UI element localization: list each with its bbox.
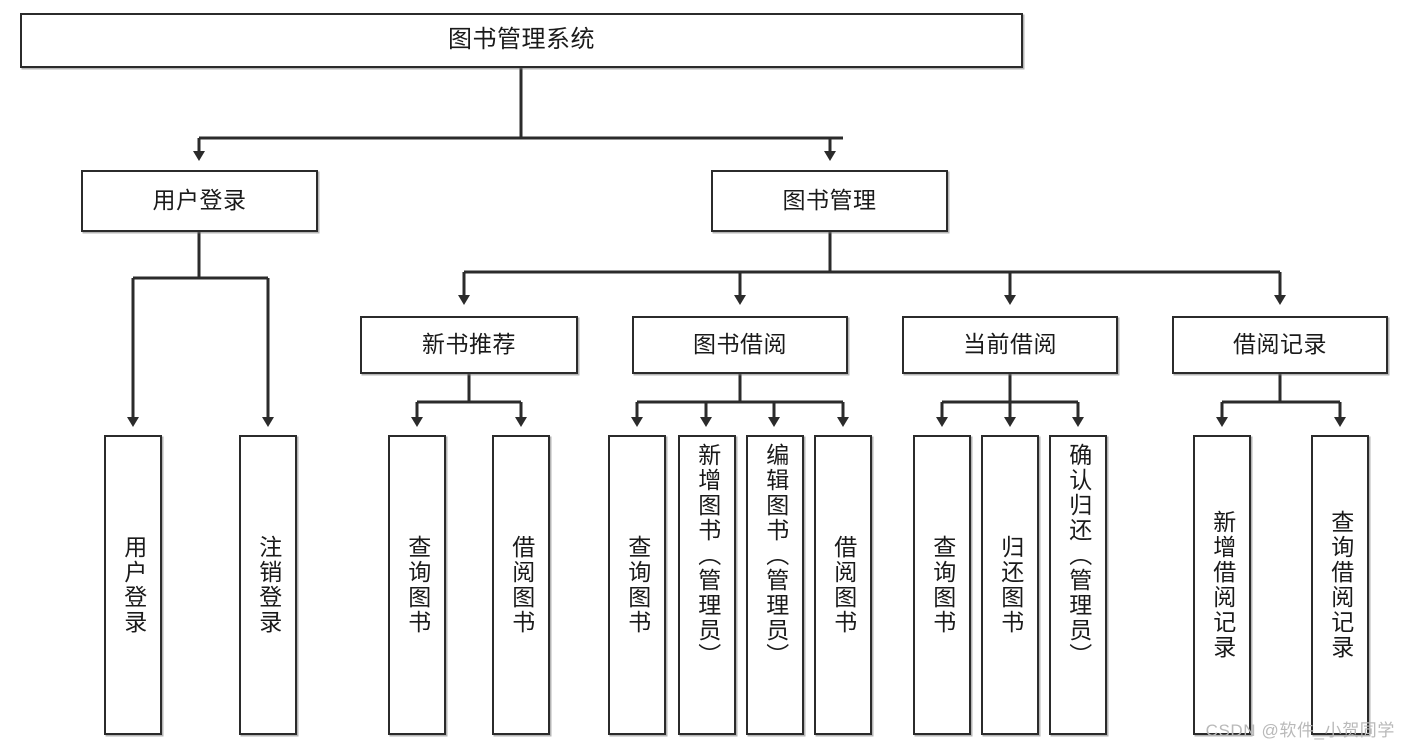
node-label: 当前借阅: [963, 331, 1057, 358]
leaf-record-query-record[interactable]: 查询借阅记录: [1311, 435, 1369, 735]
leaf-logout[interactable]: 注销登录: [239, 435, 297, 735]
node-label: 查询借阅记录: [1327, 510, 1354, 660]
node-label: 新增借阅记录: [1209, 510, 1236, 660]
node-current-borrow[interactable]: 当前借阅: [902, 316, 1118, 374]
node-label: 借阅图书: [508, 535, 535, 635]
csdn-watermark: CSDN @软件_小贺同学: [1205, 721, 1395, 740]
node-label: 注销登录: [255, 535, 282, 635]
node-label: 用户登录: [152, 187, 247, 214]
leaf-record-add-record[interactable]: 新增借阅记录: [1193, 435, 1251, 735]
leaf-user-login[interactable]: 用户登录: [104, 435, 162, 735]
node-label: 借阅记录: [1233, 331, 1327, 358]
node-new-book-recommend[interactable]: 新书推荐: [360, 316, 578, 374]
leaf-borrow-lend-book[interactable]: 借阅图书: [814, 435, 872, 735]
leaf-current-return-book[interactable]: 归还图书: [981, 435, 1039, 735]
node-label: 借阅图书: [830, 535, 857, 635]
node-label: 查询图书: [404, 535, 431, 635]
node-user-login[interactable]: 用户登录: [81, 170, 318, 232]
node-label: 查询图书: [624, 535, 651, 635]
node-label: 图书借阅: [693, 331, 787, 358]
node-label: 查询图书: [929, 535, 956, 635]
node-label: 图书管理: [782, 187, 877, 214]
node-label: 新书推荐: [422, 331, 516, 358]
node-label: 确认归还（管理员）: [1065, 443, 1092, 668]
node-label: 编辑图书（管理员）: [762, 443, 789, 668]
node-label: 用户登录: [120, 535, 147, 635]
node-borrow-record[interactable]: 借阅记录: [1172, 316, 1388, 374]
leaf-borrow-add-book-admin[interactable]: 新增图书（管理员）: [678, 435, 736, 735]
leaf-current-confirm-return-admin[interactable]: 确认归还（管理员）: [1049, 435, 1107, 735]
node-label: 新增图书（管理员）: [694, 443, 721, 668]
node-book-borrow[interactable]: 图书借阅: [632, 316, 848, 374]
node-book-management[interactable]: 图书管理: [711, 170, 948, 232]
leaf-borrow-query-book[interactable]: 查询图书: [608, 435, 666, 735]
leaf-recommend-borrow-book[interactable]: 借阅图书: [492, 435, 550, 735]
node-label: 归还图书: [997, 535, 1024, 635]
node-label: 图书管理系统: [448, 26, 595, 54]
node-root-book-management-system[interactable]: 图书管理系统: [20, 13, 1023, 68]
leaf-borrow-edit-book-admin[interactable]: 编辑图书（管理员）: [746, 435, 804, 735]
leaf-recommend-query-book[interactable]: 查询图书: [388, 435, 446, 735]
leaf-current-query-book[interactable]: 查询图书: [913, 435, 971, 735]
